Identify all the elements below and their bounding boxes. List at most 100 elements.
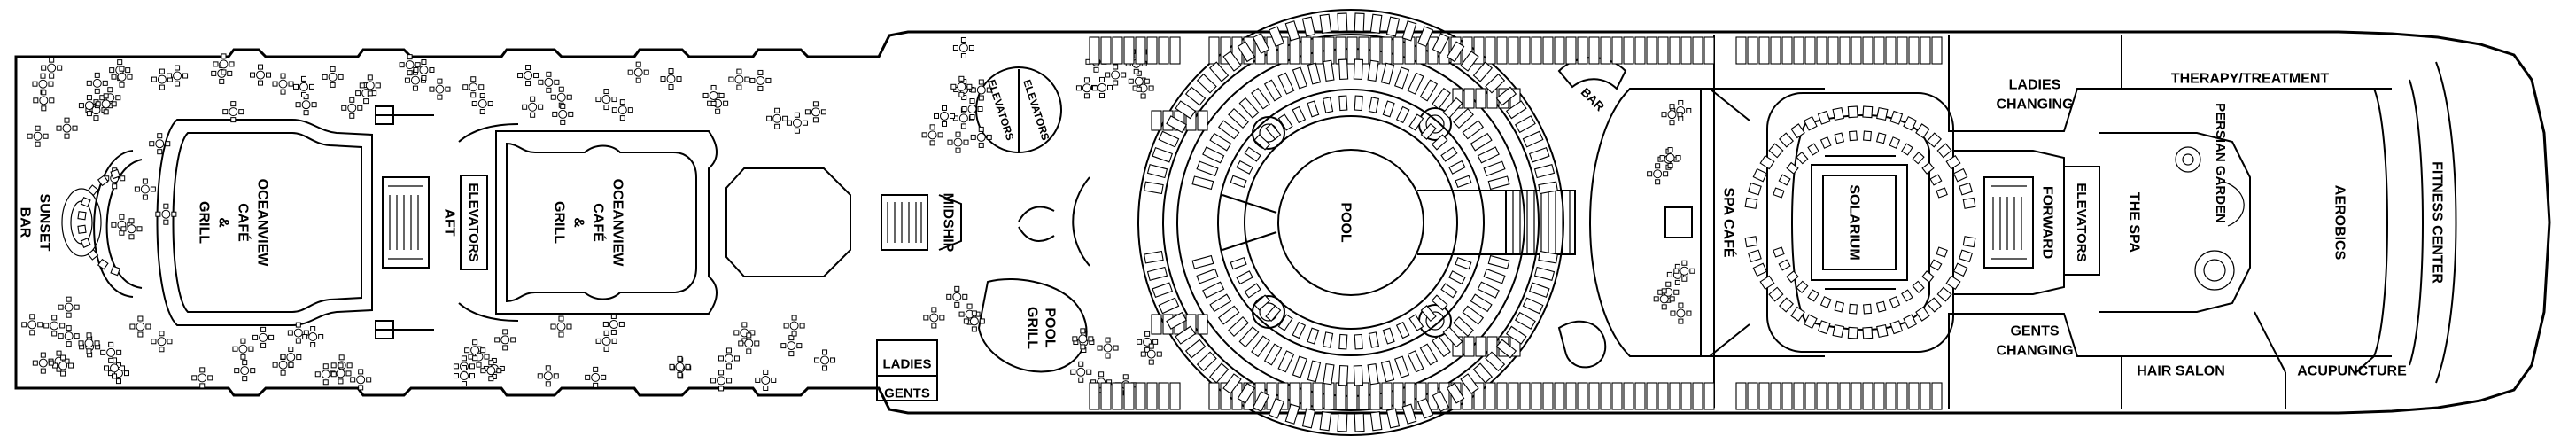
sun-lounger bbox=[1358, 382, 1369, 410]
ring-seat bbox=[1380, 62, 1395, 85]
dining-chair bbox=[530, 112, 536, 118]
dining-table bbox=[1111, 70, 1121, 80]
dining-chair bbox=[1098, 371, 1105, 378]
dining-chair bbox=[35, 141, 41, 147]
dining-chair bbox=[341, 105, 347, 111]
dining-table bbox=[308, 332, 318, 342]
sun-lounger bbox=[1508, 36, 1519, 65]
area-label-line: PERSIAN GARDEN bbox=[2213, 103, 2228, 223]
dining-chair bbox=[199, 383, 206, 389]
ring-seat bbox=[1420, 122, 1437, 140]
dining-chair bbox=[145, 323, 151, 330]
sun-lounger bbox=[1623, 36, 1634, 65]
ring-seat bbox=[1367, 363, 1379, 386]
ring-seat bbox=[1505, 100, 1527, 120]
sun-lounger bbox=[1862, 382, 1874, 410]
ring-seat bbox=[1773, 246, 1785, 258]
sun-lounger bbox=[1475, 336, 1486, 357]
dining-chair bbox=[1088, 336, 1094, 342]
dining-table bbox=[556, 322, 566, 331]
sun-lounger bbox=[1208, 36, 1220, 65]
sun-lounger bbox=[1931, 36, 1943, 65]
dining-table bbox=[617, 105, 627, 115]
dining-chair bbox=[29, 330, 35, 336]
dining-chair bbox=[741, 322, 748, 328]
sun-lounger bbox=[1277, 36, 1289, 65]
dining-chair bbox=[1113, 80, 1119, 86]
ring-seat bbox=[1752, 262, 1768, 277]
sun-lounger bbox=[1851, 382, 1862, 410]
dining-chair bbox=[330, 362, 337, 369]
dining-table bbox=[173, 71, 182, 81]
dining-table bbox=[127, 224, 136, 234]
dining-chair bbox=[119, 82, 125, 88]
dining-chair bbox=[421, 74, 427, 81]
dining-chair bbox=[710, 378, 717, 384]
dining-chair bbox=[268, 334, 275, 340]
ring-seat bbox=[1367, 59, 1379, 82]
dining-chair bbox=[538, 79, 544, 85]
dining-chair bbox=[375, 82, 381, 89]
dining-chair bbox=[939, 315, 945, 321]
ring-seat bbox=[1292, 66, 1307, 90]
ring-seat bbox=[1432, 335, 1451, 358]
dining-chair bbox=[585, 374, 591, 380]
sun-lounger bbox=[1793, 382, 1804, 410]
sun-lounger bbox=[1623, 382, 1634, 410]
area-label-line: AEROBICS bbox=[2332, 185, 2347, 261]
dining-table bbox=[469, 82, 478, 92]
sun-lounger bbox=[1146, 382, 1158, 410]
dining-table bbox=[140, 184, 150, 194]
area-label-line: LADIES bbox=[882, 356, 931, 371]
sun-lounger bbox=[1804, 382, 1816, 410]
sun-lounger bbox=[1669, 36, 1680, 65]
ring-seat bbox=[1862, 326, 1874, 339]
dining-table bbox=[666, 74, 676, 84]
ring-seat bbox=[1903, 115, 1918, 131]
dining-chair bbox=[1144, 78, 1150, 84]
dining-table bbox=[675, 362, 685, 371]
dining-chair bbox=[502, 345, 508, 351]
dining-chair bbox=[937, 132, 943, 138]
dining-chair bbox=[545, 381, 551, 387]
hull-outline bbox=[14, 30, 2551, 415]
ring-seat bbox=[1915, 306, 1930, 322]
dining-chair bbox=[796, 343, 803, 349]
area-label-solarium: SOLARIUM bbox=[1846, 184, 1861, 260]
ring-seat bbox=[1875, 300, 1887, 313]
dining-chair bbox=[412, 85, 418, 91]
ring-seat bbox=[1338, 365, 1349, 386]
ring-seat bbox=[110, 265, 121, 277]
dining-chair bbox=[48, 360, 54, 366]
dining-chair bbox=[322, 74, 328, 80]
dining-chair bbox=[530, 96, 536, 102]
dining-chair bbox=[157, 149, 163, 155]
dining-chair bbox=[971, 326, 977, 332]
area-label-line: GRILL bbox=[1024, 307, 1039, 349]
dining-table bbox=[958, 113, 968, 123]
dining-chair bbox=[593, 382, 599, 388]
ring-seat bbox=[1834, 300, 1845, 313]
sun-lounger bbox=[1600, 382, 1611, 410]
dining-chair bbox=[191, 375, 198, 381]
dining-table bbox=[633, 67, 643, 77]
dining-chair bbox=[726, 378, 733, 384]
dining-table bbox=[38, 358, 48, 368]
dining-table bbox=[84, 101, 94, 111]
ring-seat bbox=[1217, 305, 1240, 325]
sun-lounger bbox=[1874, 382, 1885, 410]
sun-lounger bbox=[1277, 382, 1289, 410]
dining-chair bbox=[929, 140, 935, 146]
sun-lounger bbox=[1680, 36, 1692, 65]
sun-lounger bbox=[1100, 36, 1112, 65]
dining-chair bbox=[29, 314, 35, 320]
sun-lounger bbox=[1758, 36, 1770, 65]
ring-seat bbox=[1230, 257, 1247, 270]
dining-chair bbox=[272, 81, 278, 87]
dining-chair bbox=[57, 65, 63, 71]
ring-seat bbox=[1353, 58, 1364, 80]
dining-chair bbox=[66, 296, 72, 302]
dining-chair bbox=[1083, 77, 1090, 83]
dining-chair bbox=[51, 315, 58, 321]
dining-chair bbox=[749, 77, 756, 83]
